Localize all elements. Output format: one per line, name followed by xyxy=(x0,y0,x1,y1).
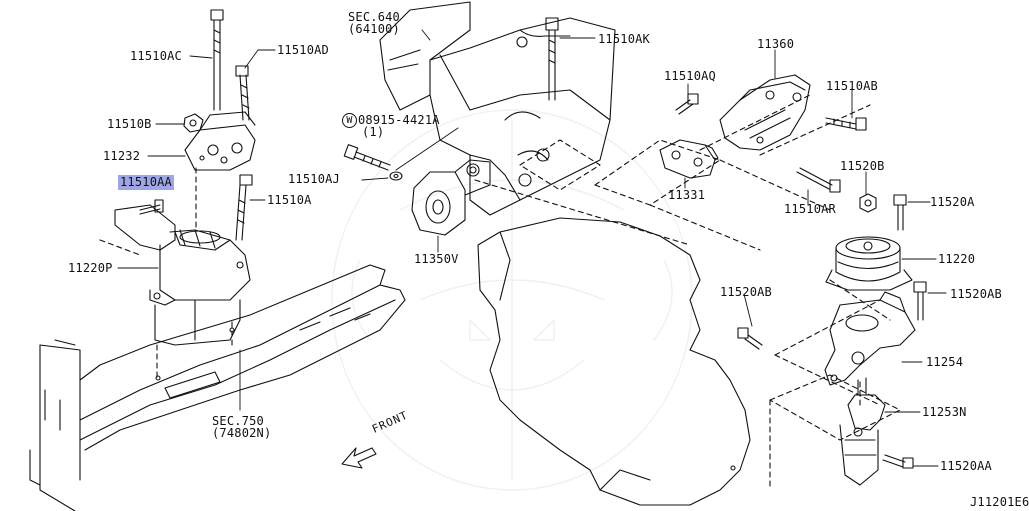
bracket-11360 xyxy=(719,74,811,151)
label-11520B[interactable]: 11520B xyxy=(840,159,885,173)
bracket-11254 xyxy=(824,291,916,386)
bolt-11510AR xyxy=(796,167,841,193)
bolt-11520AA xyxy=(882,454,914,469)
engine-block xyxy=(477,217,751,506)
bracket-11331 xyxy=(659,139,719,179)
bolt-11510AD xyxy=(235,65,250,121)
label-11220P[interactable]: 11220P xyxy=(68,261,113,275)
mount-11220P xyxy=(114,204,251,346)
bolt-11510AC xyxy=(210,9,224,111)
label-11520A[interactable]: 11520A xyxy=(930,195,975,209)
mount-11220 xyxy=(825,236,913,291)
label-sec750[interactable]: SEC.750 xyxy=(212,414,264,428)
washer-08915 xyxy=(389,171,403,181)
watermark-emblem xyxy=(331,109,693,491)
frame-sec750 xyxy=(29,264,406,511)
label-11254[interactable]: 11254 xyxy=(926,355,964,369)
label-washer-qty: (1) xyxy=(362,125,385,139)
label-11510AJ[interactable]: 11510AJ xyxy=(288,172,340,186)
label-11520AB-right[interactable]: 11520AB xyxy=(950,287,1002,301)
label-11253N[interactable]: 11253N xyxy=(922,405,967,419)
label-11510AB[interactable]: 11510AB xyxy=(826,79,878,93)
bolt-11510AQ xyxy=(675,93,699,115)
label-washer-spec[interactable]: 08915-4421A xyxy=(358,113,440,127)
mount-11350V xyxy=(411,159,491,236)
label-11510AD[interactable]: 11510AD xyxy=(277,43,329,57)
bolt-11520A xyxy=(893,194,907,231)
bolt-11510AA xyxy=(139,199,164,215)
bolt-11510AK xyxy=(545,17,559,101)
bolt-11510AJ xyxy=(343,144,391,171)
bolt-11510AB xyxy=(825,117,867,131)
label-11220[interactable]: 11220 xyxy=(938,252,976,266)
label-11331[interactable]: 11331 xyxy=(668,188,706,202)
figure-id: J11201E6 xyxy=(970,495,1029,509)
front-arrow xyxy=(341,447,377,469)
label-11520AA[interactable]: 11520AA xyxy=(940,459,992,473)
label-11510B[interactable]: 11510B xyxy=(107,117,152,131)
label-sec750-sub[interactable]: (74802N) xyxy=(212,426,272,440)
label-11510AA-highlighted[interactable]: 11510AA xyxy=(118,175,174,190)
label-11232[interactable]: 11232 xyxy=(103,149,141,163)
label-11510A[interactable]: 11510A xyxy=(267,193,312,207)
bolt-11520AB-right xyxy=(913,281,927,321)
bolt-11520AB-left xyxy=(737,327,763,350)
assembly-lines xyxy=(99,94,901,491)
nut-11510B xyxy=(183,113,204,133)
label-11350V[interactable]: 11350V xyxy=(414,252,459,266)
sec640-body xyxy=(379,1,616,216)
label-11510AC[interactable]: 11510AC xyxy=(130,49,182,63)
label-sec640[interactable]: SEC.640 xyxy=(348,10,400,24)
label-sec640-sub[interactable]: (64100) xyxy=(348,22,400,36)
bolt-11510A xyxy=(235,174,253,241)
label-11510AK[interactable]: 11510AK xyxy=(598,32,650,46)
label-11360[interactable]: 11360 xyxy=(757,37,795,51)
washer-symbol-icon: W xyxy=(342,113,357,128)
bracket-11232 xyxy=(184,111,256,171)
leader-lines xyxy=(117,29,947,467)
label-11520AB-left[interactable]: 11520AB xyxy=(720,285,772,299)
label-11510AR[interactable]: 11510AR xyxy=(784,202,836,216)
label-11510AQ[interactable]: 11510AQ xyxy=(664,69,716,83)
mount-11253N xyxy=(839,377,886,486)
nut-11520B xyxy=(859,193,877,213)
